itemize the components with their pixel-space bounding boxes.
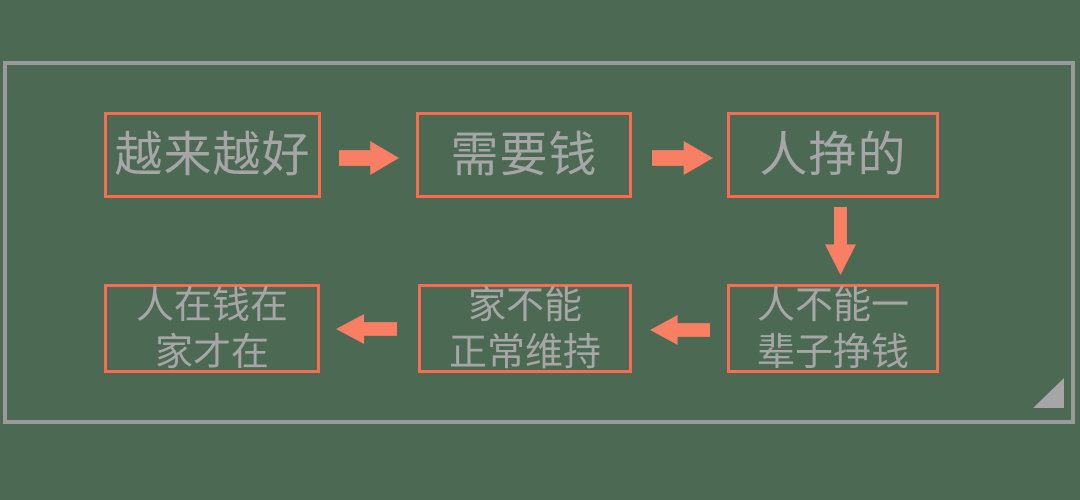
box-getting-better: 越来越好	[104, 112, 321, 198]
box-label: 人挣的	[759, 126, 907, 183]
box-label: 需要钱	[450, 126, 598, 183]
outer-frame	[3, 61, 1075, 424]
box-label: 越来越好	[114, 126, 311, 183]
box-need-money: 需要钱	[416, 112, 632, 198]
box-label-line2: 家才在	[154, 329, 269, 374]
box-cannot-earn-forever: 人不能一 辈子挣钱	[727, 282, 939, 374]
box-label-line2: 正常维持	[448, 329, 601, 374]
box-earned-by-people: 人挣的	[727, 112, 939, 198]
box-label-line2: 辈子挣钱	[756, 329, 909, 374]
box-person-money-home: 人在钱在 家才在	[104, 282, 320, 374]
box-label-line1: 家不能	[467, 282, 582, 327]
box-family-cannot-maintain: 家不能 正常维持	[418, 282, 632, 374]
box-label-line1: 人在钱在	[135, 282, 288, 327]
box-label-line1: 人不能一	[756, 282, 909, 327]
